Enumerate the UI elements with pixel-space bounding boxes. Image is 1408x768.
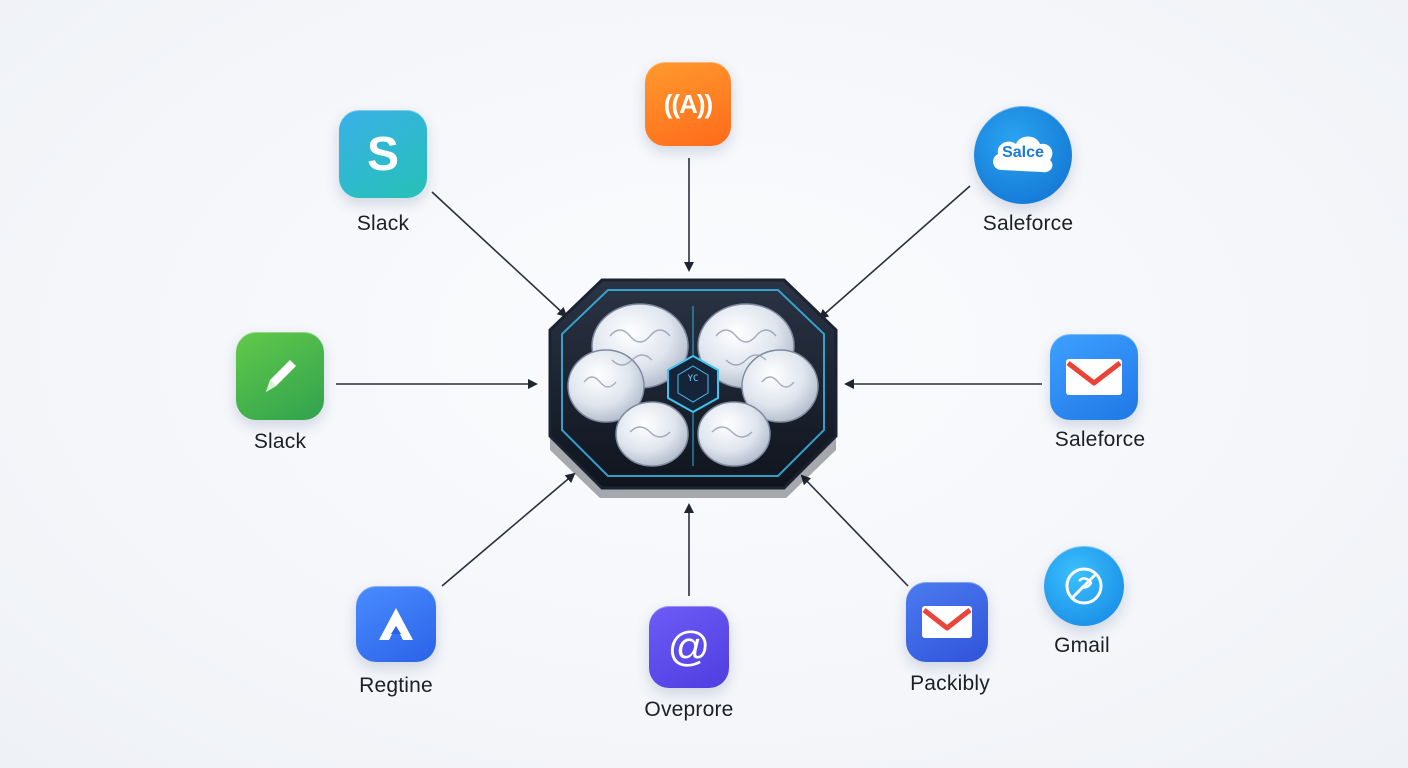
compass-icon bbox=[1044, 546, 1124, 626]
arrow-top-left bbox=[431, 191, 568, 318]
node-label: Gmail bbox=[1054, 634, 1110, 657]
node-top[interactable]: ((A)) bbox=[589, 60, 789, 150]
cloud-shape bbox=[993, 136, 1053, 173]
at-sign-icon: @ bbox=[649, 606, 729, 688]
pencil-icon bbox=[236, 332, 324, 420]
triangle-a-icon bbox=[356, 586, 436, 662]
arrow-bottom-left bbox=[441, 472, 576, 587]
envelope-icon bbox=[906, 582, 988, 662]
node-bottom-left[interactable]: Regtine bbox=[296, 586, 496, 706]
dollar-s-icon: S bbox=[339, 110, 427, 198]
node-top-right[interactable]: Salce Saleforce bbox=[922, 106, 1122, 238]
node-label: Saleforce bbox=[1054, 428, 1146, 451]
hub-chip-label: YC bbox=[687, 374, 699, 384]
node-bottom[interactable]: @ Oveprore bbox=[589, 606, 789, 726]
cloud-icon: Salce bbox=[974, 106, 1072, 204]
node-right[interactable]: Saleforce bbox=[996, 334, 1196, 464]
brain-icon bbox=[548, 278, 838, 500]
node-label: Saleforce bbox=[982, 212, 1074, 235]
arrow-top-right bbox=[818, 185, 971, 320]
radio-a-icon: ((A)) bbox=[645, 62, 731, 146]
node-label: Packibly bbox=[910, 672, 990, 695]
node-label: Slack bbox=[253, 430, 307, 453]
ai-hub: YC bbox=[540, 276, 846, 500]
node-top-left[interactable]: S Slack bbox=[283, 108, 483, 238]
node-bottom-right[interactable]: Packibly bbox=[850, 582, 1050, 702]
arrow-bottom-right bbox=[800, 474, 909, 587]
envelope-icon bbox=[1050, 334, 1138, 420]
node-label: Oveprore bbox=[644, 698, 734, 721]
node-label: Slack bbox=[356, 212, 410, 235]
node-label: Regtine bbox=[359, 674, 433, 697]
node-far-right[interactable]: Gmail bbox=[982, 546, 1182, 666]
node-left[interactable]: Slack bbox=[180, 332, 380, 462]
